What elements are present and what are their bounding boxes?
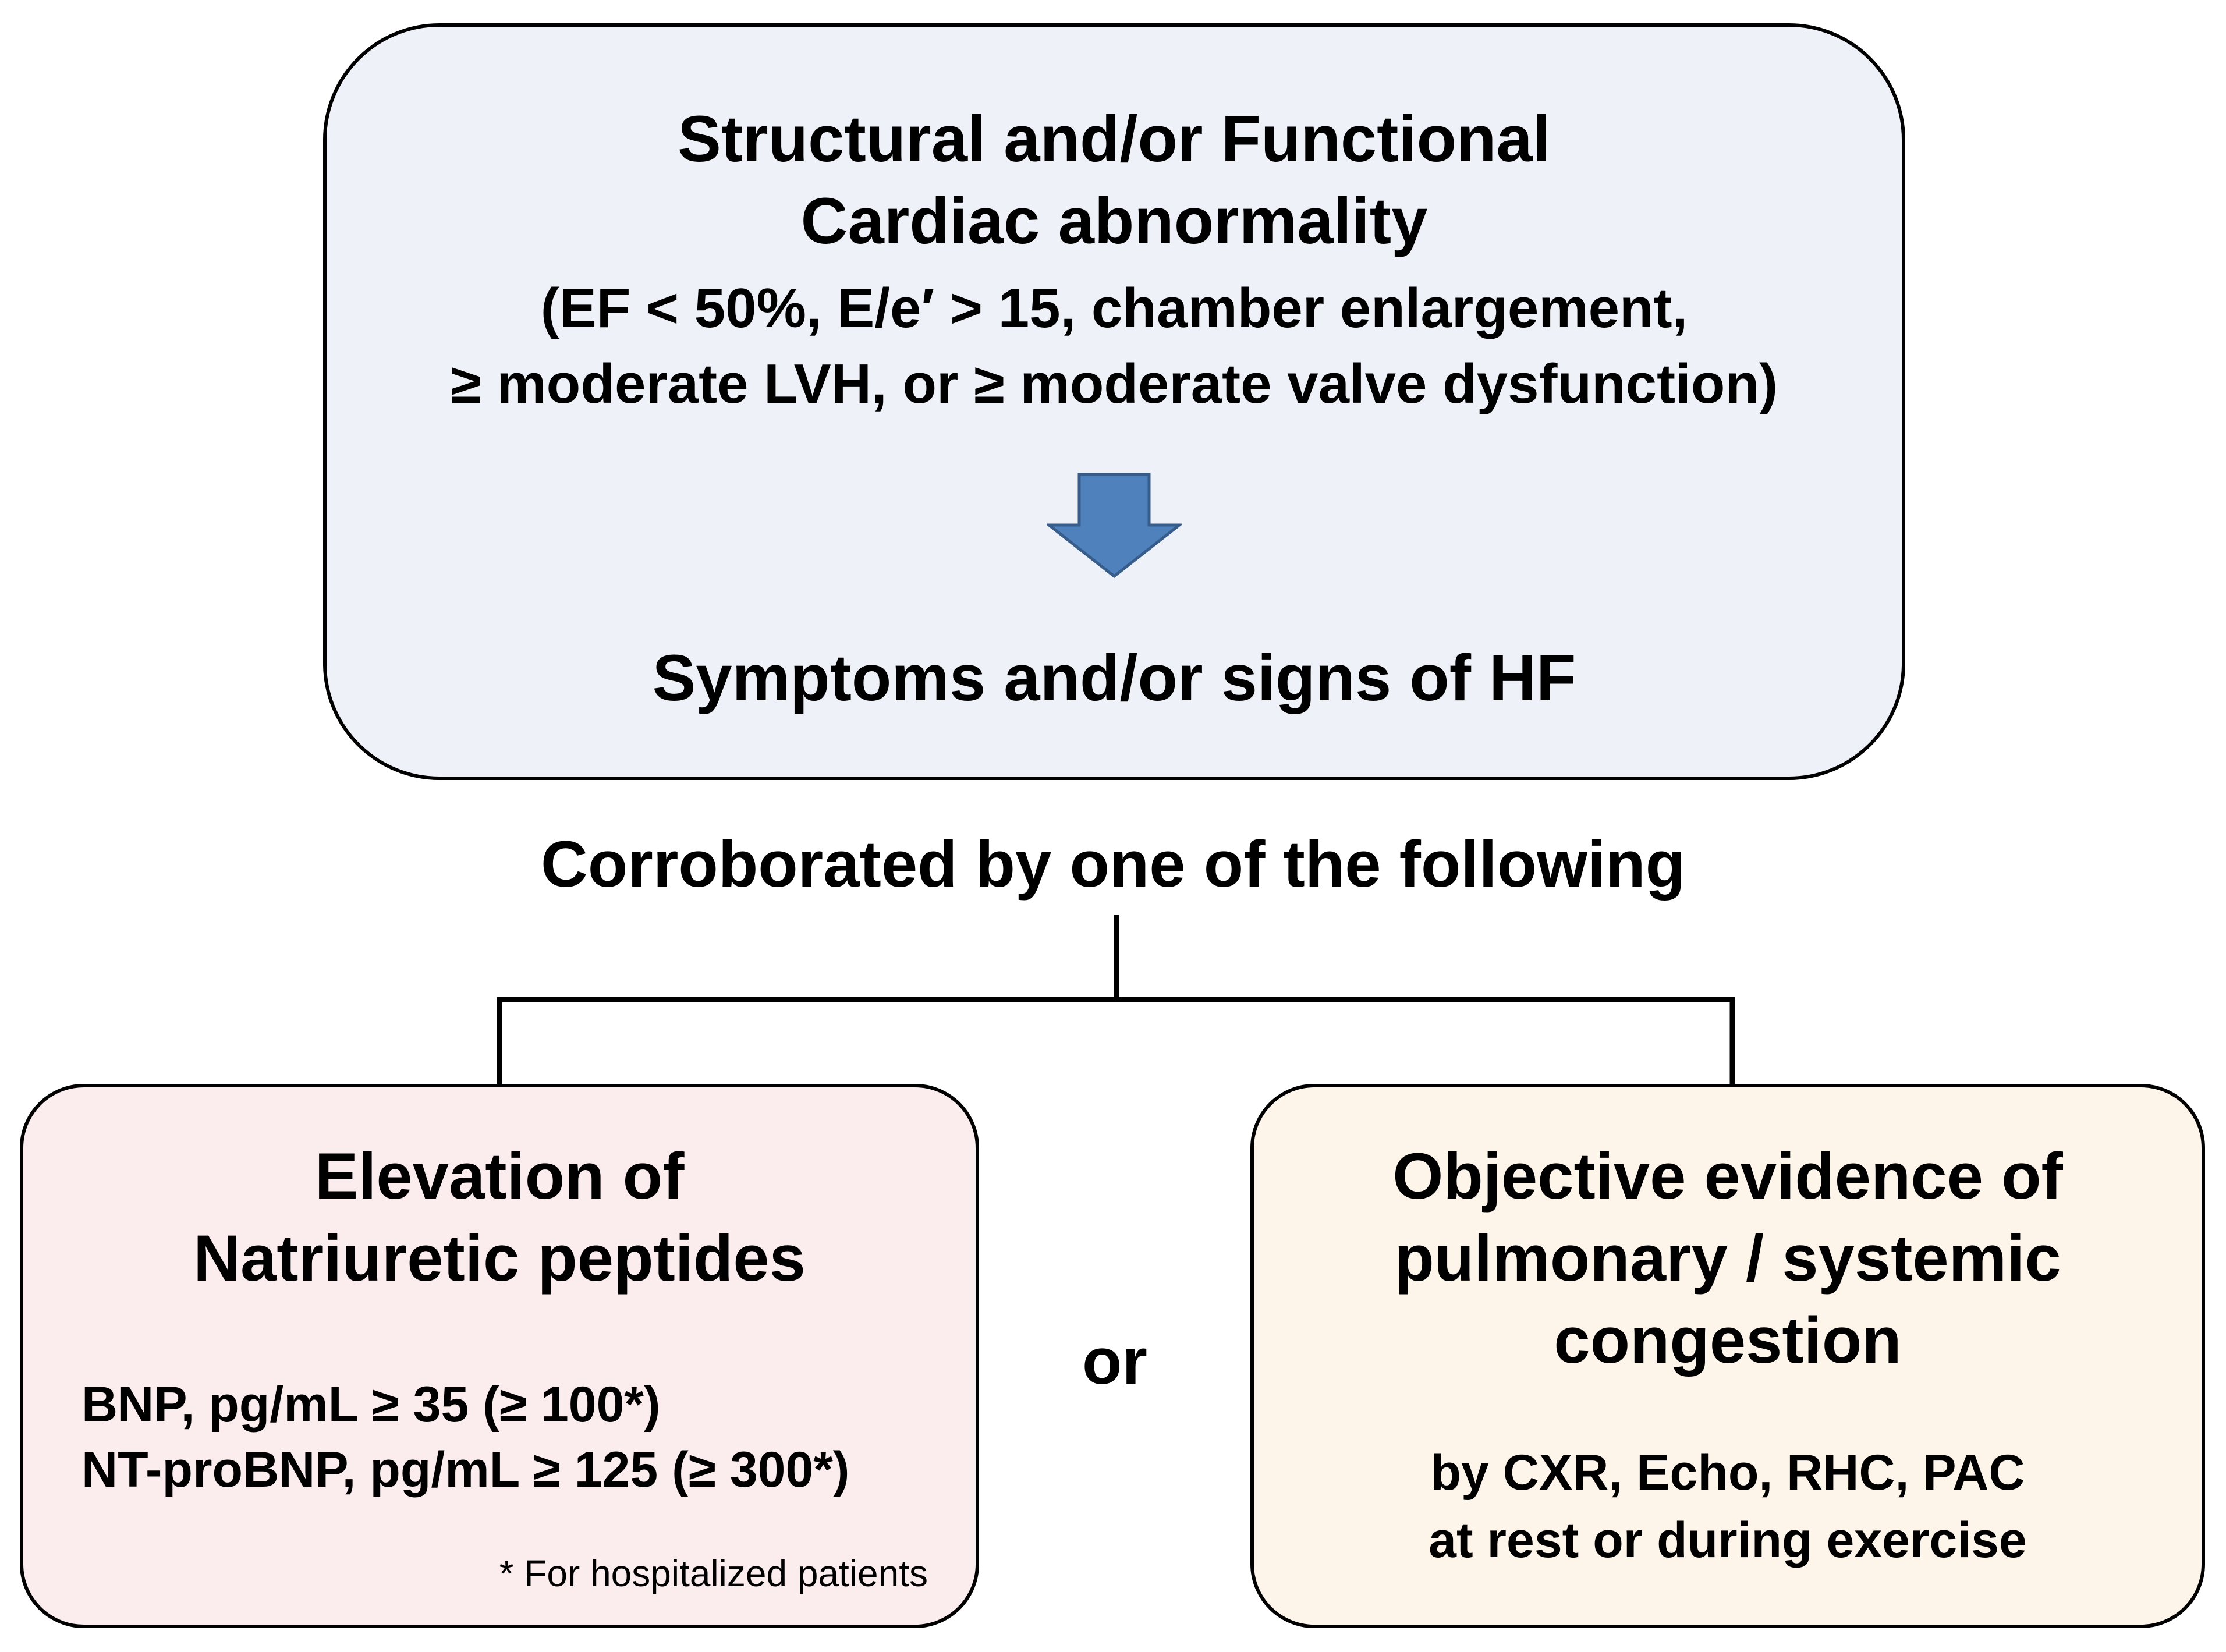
title-line: Cardiac abnormality xyxy=(800,185,1428,257)
or-label: or xyxy=(1082,1325,1147,1398)
title-line: pulmonary / systemic xyxy=(1394,1222,2061,1295)
criteria-line: ≥ moderate LVH, or ≥ moderate valve dysf… xyxy=(450,353,1778,415)
criteria-line: (EF < 50%, E/e′ > 15, chamber enlargemen… xyxy=(540,277,1688,339)
title-line: congestion xyxy=(1554,1304,1902,1377)
hospitalized-footnote: * For hospitalized patients xyxy=(499,1552,928,1594)
natriuretic-peptides-title: Elevation of Natriuretic peptides xyxy=(20,1135,979,1299)
ntprobnp-threshold: NT-proBNP, pg/mL ≥ 125 (≥ 300*) xyxy=(81,1442,850,1498)
down-arrow-shape xyxy=(1047,473,1182,579)
symptoms-label: Symptoms and/or signs of HF xyxy=(652,641,1576,714)
congestion-methods: by CXR, Echo, RHC, PAC at rest or during… xyxy=(1250,1439,2205,1574)
title-line: Natriuretic peptides xyxy=(193,1222,806,1295)
criteria-box-cardiac-abnormality xyxy=(323,23,1905,780)
cardiac-abnormality-title: Structural and/or Functional Cardiac abn… xyxy=(323,98,1905,262)
title-line: Elevation of xyxy=(314,1140,685,1213)
criteria-box-congestion xyxy=(1250,1084,2205,1628)
corroborated-label: Corroborated by one of the following xyxy=(540,828,1686,901)
down-arrow-icon xyxy=(1047,473,1182,579)
criteria-box-natriuretic-peptides xyxy=(20,1084,979,1628)
peptide-thresholds: BNP, pg/mL ≥ 35 (≥ 100*) NT-proBNP, pg/m… xyxy=(81,1372,849,1502)
title-line: Objective evidence of xyxy=(1392,1140,2063,1213)
bnp-threshold: BNP, pg/mL ≥ 35 (≥ 100*) xyxy=(81,1377,661,1433)
congestion-title: Objective evidence of pulmonary / system… xyxy=(1250,1135,2205,1381)
method-line: by CXR, Echo, RHC, PAC xyxy=(1430,1445,2025,1501)
branch-connector-line xyxy=(497,915,1735,1084)
cardiac-abnormality-criteria: (EF < 50%, E/e′ > 15, chamber enlargemen… xyxy=(323,271,1905,422)
method-line: at rest or during exercise xyxy=(1429,1512,2027,1568)
title-line: Structural and/or Functional xyxy=(678,102,1551,175)
